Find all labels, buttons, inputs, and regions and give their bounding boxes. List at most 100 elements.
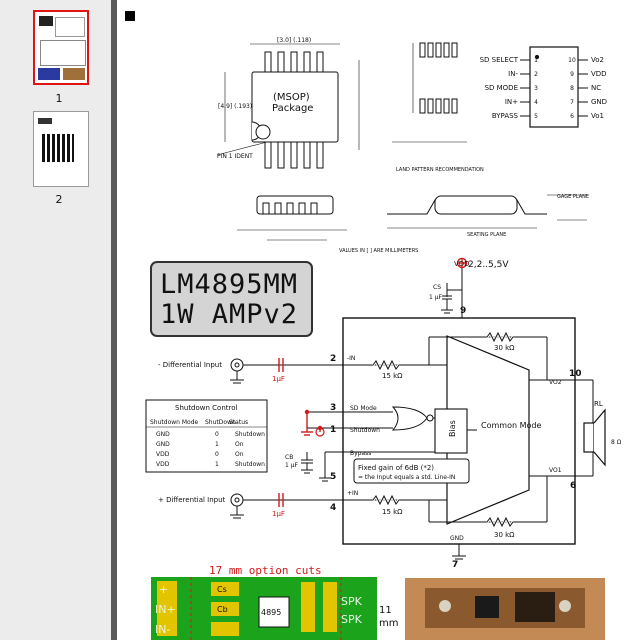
in-minus-label: -IN <box>347 355 355 362</box>
bypass-label: Bypass <box>350 450 371 457</box>
pinout-left-pin-number: 4 <box>534 99 538 106</box>
thumb-title-block <box>39 16 53 26</box>
shutdown-table-cell: VDD <box>156 451 170 458</box>
pin-4-number: 4 <box>330 503 336 513</box>
shutdown-table-cell: GND <box>156 441 170 448</box>
gain-note-box <box>353 458 470 484</box>
pinout-right-pin-number: 9 <box>570 71 574 78</box>
shutdown-pin-label: Shutdown <box>350 427 380 434</box>
speaker-value: 8 Ω <box>611 439 622 446</box>
pinout-left-label: BYPASS <box>492 112 519 120</box>
vo1-label: VO1 <box>549 467 562 474</box>
pcb-label-spk-1: SPK <box>341 595 363 608</box>
pcb-cb-label: Cb <box>217 605 228 614</box>
assembled-board-photo <box>405 578 605 640</box>
page-thumbnail-2[interactable] <box>33 111 89 187</box>
bias-box <box>434 408 468 454</box>
pinout-right-label: NC <box>591 84 601 92</box>
thumb-photo <box>63 68 85 80</box>
title-line-1: LM4895MM <box>160 269 299 300</box>
shutdown-table-cell: 1 <box>215 461 219 468</box>
pinout-right-pin-number: 6 <box>570 113 574 120</box>
pin-6-number: 6 <box>570 481 576 491</box>
pinout-left-label: SD MODE <box>485 84 518 92</box>
pinout-right-label: VDD <box>591 70 607 78</box>
dim-width-label: [3.0] (.118) <box>277 37 311 44</box>
pinout-left-pin-number: 2 <box>534 71 538 78</box>
gain-note-line1: Fixed gain of 6dB (*2) <box>358 464 434 472</box>
pinout-right-label: Vo1 <box>591 112 604 120</box>
shutdown-table-cell: Shutdown <box>235 431 265 438</box>
pcb-height-value: 11 <box>379 605 392 616</box>
cb-value: 1 µF <box>285 462 299 469</box>
shutdown-table-cell: GND <box>156 431 170 438</box>
pinout-chip-body <box>529 46 579 128</box>
pinout-left-pin-number: 3 <box>534 85 538 92</box>
shutdown-table-header: ShutDown <box>205 419 236 426</box>
pcb-label-in-minus: IN- <box>155 623 170 636</box>
page-thumbnail-1[interactable] <box>33 10 89 85</box>
pin-2-number: 2 <box>330 354 336 364</box>
diff-input-plus-label: + Differential Input <box>158 496 226 504</box>
shutdown-table-cell: 1 <box>215 441 219 448</box>
title-display: LM4895MM 1W AMPv2 <box>150 261 313 337</box>
schematic-drawing: (MSOP) Package PIN 1 IDENT [3.0] (.118) … <box>145 37 622 570</box>
pin-1-number: 1 <box>330 425 336 435</box>
shutdown-table-header: Shutdown Mode <box>150 419 199 426</box>
gain-note-line2: = the Input equals a std. Line-IN <box>358 474 455 481</box>
pcb-label-in-plus: IN+ <box>155 603 176 616</box>
in-plus-label: +IN <box>347 490 358 497</box>
pin-9-number: 9 <box>460 306 466 316</box>
pcb-height-label: 11 mm <box>379 604 398 630</box>
r-input-plus: 15 kΩ <box>382 508 403 516</box>
shutdown-table-cell: VDD <box>156 461 170 468</box>
msop-package-drawing <box>216 42 587 241</box>
title-line-2: 1W AMPv2 <box>160 299 299 330</box>
bias-label: Bias <box>448 420 457 437</box>
pinout-left-pin-number: 1 <box>534 57 538 64</box>
thumb-pcb <box>38 68 60 80</box>
cap-plus-value: 1µF <box>272 510 285 518</box>
vdd-power-icon <box>456 257 468 269</box>
page-marker-icon <box>125 11 135 21</box>
thumbnail-sidebar: 1 2 <box>0 0 111 640</box>
pcb-chip-label: 4895 <box>261 608 281 617</box>
shutdown-table-cell: 0 <box>215 431 219 438</box>
vo2-label: VO2 <box>549 379 562 386</box>
shutdown-table-box <box>145 399 268 473</box>
shutdown-table-title: Shutdown Control <box>175 404 238 412</box>
cs-value: 1 µF <box>429 294 443 301</box>
shutdown-table-cell: On <box>235 441 244 448</box>
pinout-right-label: Vo2 <box>591 56 604 64</box>
pcb-height-unit: mm <box>379 618 399 629</box>
gnd-label: GND <box>450 535 464 542</box>
shutdown-table-cell: On <box>235 451 244 458</box>
pin-3-number: 3 <box>330 403 336 413</box>
pcb-drawing: + IN+ IN- SPK SPK Cs Cb 4895 <box>155 577 363 640</box>
thumb2-header <box>38 118 52 124</box>
thumb-schematic <box>40 40 86 66</box>
vdd-label: VDD <box>454 260 470 268</box>
pinout-right-pin-number: 10 <box>568 57 576 64</box>
shutdown-table-cell: Shutdown <box>235 461 265 468</box>
pinout-left-pin-number: 5 <box>534 113 538 120</box>
pcb-label-plus: + <box>159 583 168 596</box>
cs-label: CS <box>433 284 441 291</box>
thumb2-pcb-layout <box>42 134 74 162</box>
thumb-package-drawing <box>55 17 85 37</box>
pinout-left-label: IN- <box>508 70 518 78</box>
pcb-layout-image: + IN+ IN- SPK SPK Cs Cb 4895 <box>151 577 377 640</box>
sidebar-divider[interactable] <box>111 0 117 640</box>
speaker-icon <box>583 422 595 453</box>
package-label-1: (MSOP) <box>273 92 310 103</box>
sd-mode-label: SD Mode <box>350 405 377 412</box>
thumbnail-page-number-1: 1 <box>55 92 63 105</box>
pin1-label: PIN 1 IDENT <box>217 153 253 160</box>
dim-height-label: [4.9] (.193) <box>218 103 252 110</box>
r-feedback-top: 30 kΩ <box>494 344 515 352</box>
pinout-right-pin-number: 8 <box>570 85 574 92</box>
pin-7-number: 7 <box>452 560 458 570</box>
pin-10-number: 10 <box>569 369 582 379</box>
cb-label: CB <box>285 454 293 461</box>
vdd-value: 2,2..5,5V <box>468 260 509 270</box>
